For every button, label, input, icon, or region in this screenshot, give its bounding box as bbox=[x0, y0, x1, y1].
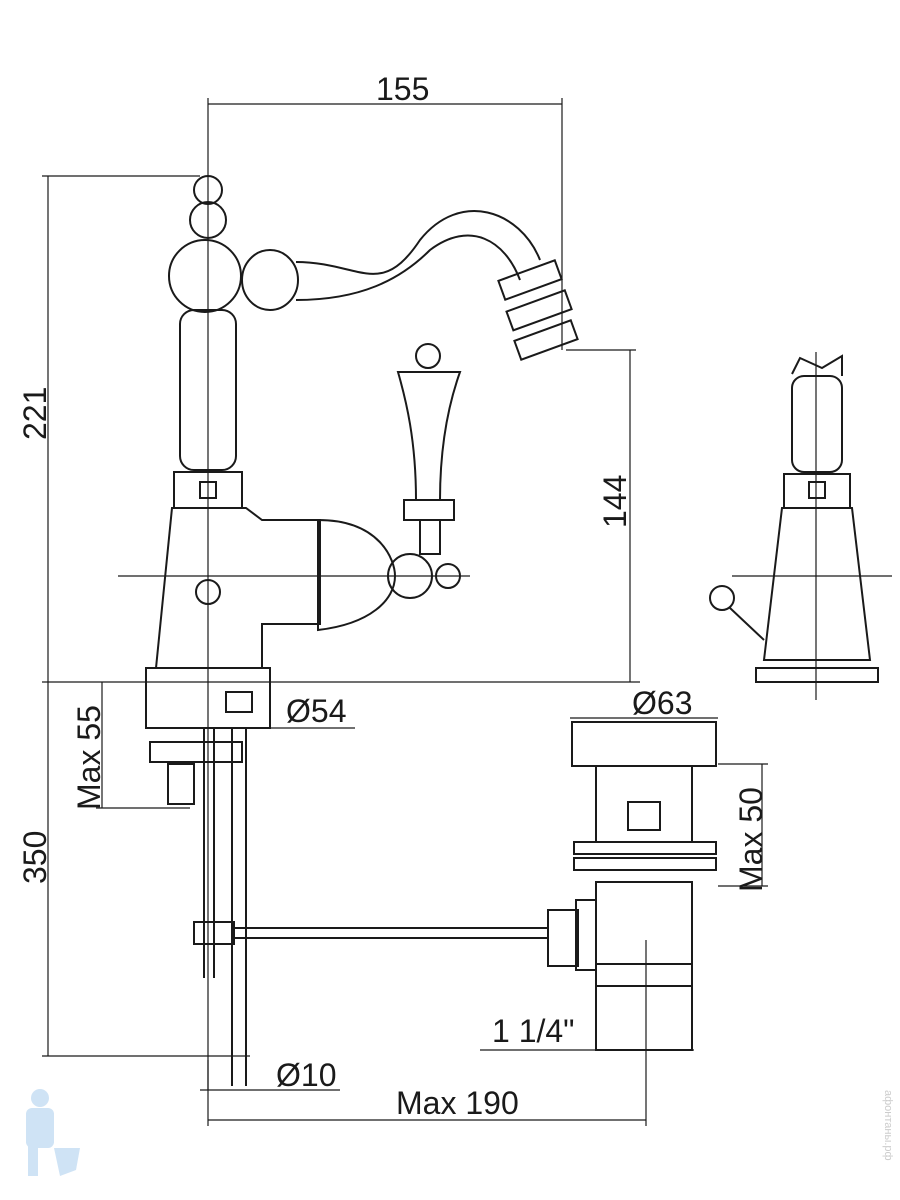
dim-221: 221 bbox=[17, 387, 53, 440]
dim-max-55: Max 55 bbox=[71, 705, 107, 810]
dim-thread: 1 1/4" bbox=[492, 1013, 575, 1049]
dim-155: 155 bbox=[376, 71, 429, 107]
faucet-side-view bbox=[709, 352, 892, 700]
faucet-front-view bbox=[145, 175, 579, 1086]
dim-dia-63: Ø63 bbox=[632, 685, 692, 721]
plumber-logo bbox=[26, 1089, 80, 1176]
dim-max-190: Max 190 bbox=[396, 1085, 519, 1121]
dim-144: 144 bbox=[597, 475, 633, 528]
watermark-text: афонтаны.рф bbox=[882, 1090, 894, 1161]
dim-max-50: Max 50 bbox=[733, 787, 769, 892]
dimension-lines bbox=[42, 98, 768, 1126]
dim-350: 350 bbox=[17, 831, 53, 884]
dim-dia-10: Ø10 bbox=[276, 1057, 336, 1093]
dim-dia-54: Ø54 bbox=[286, 693, 346, 729]
pop-up-drain bbox=[547, 721, 717, 1051]
